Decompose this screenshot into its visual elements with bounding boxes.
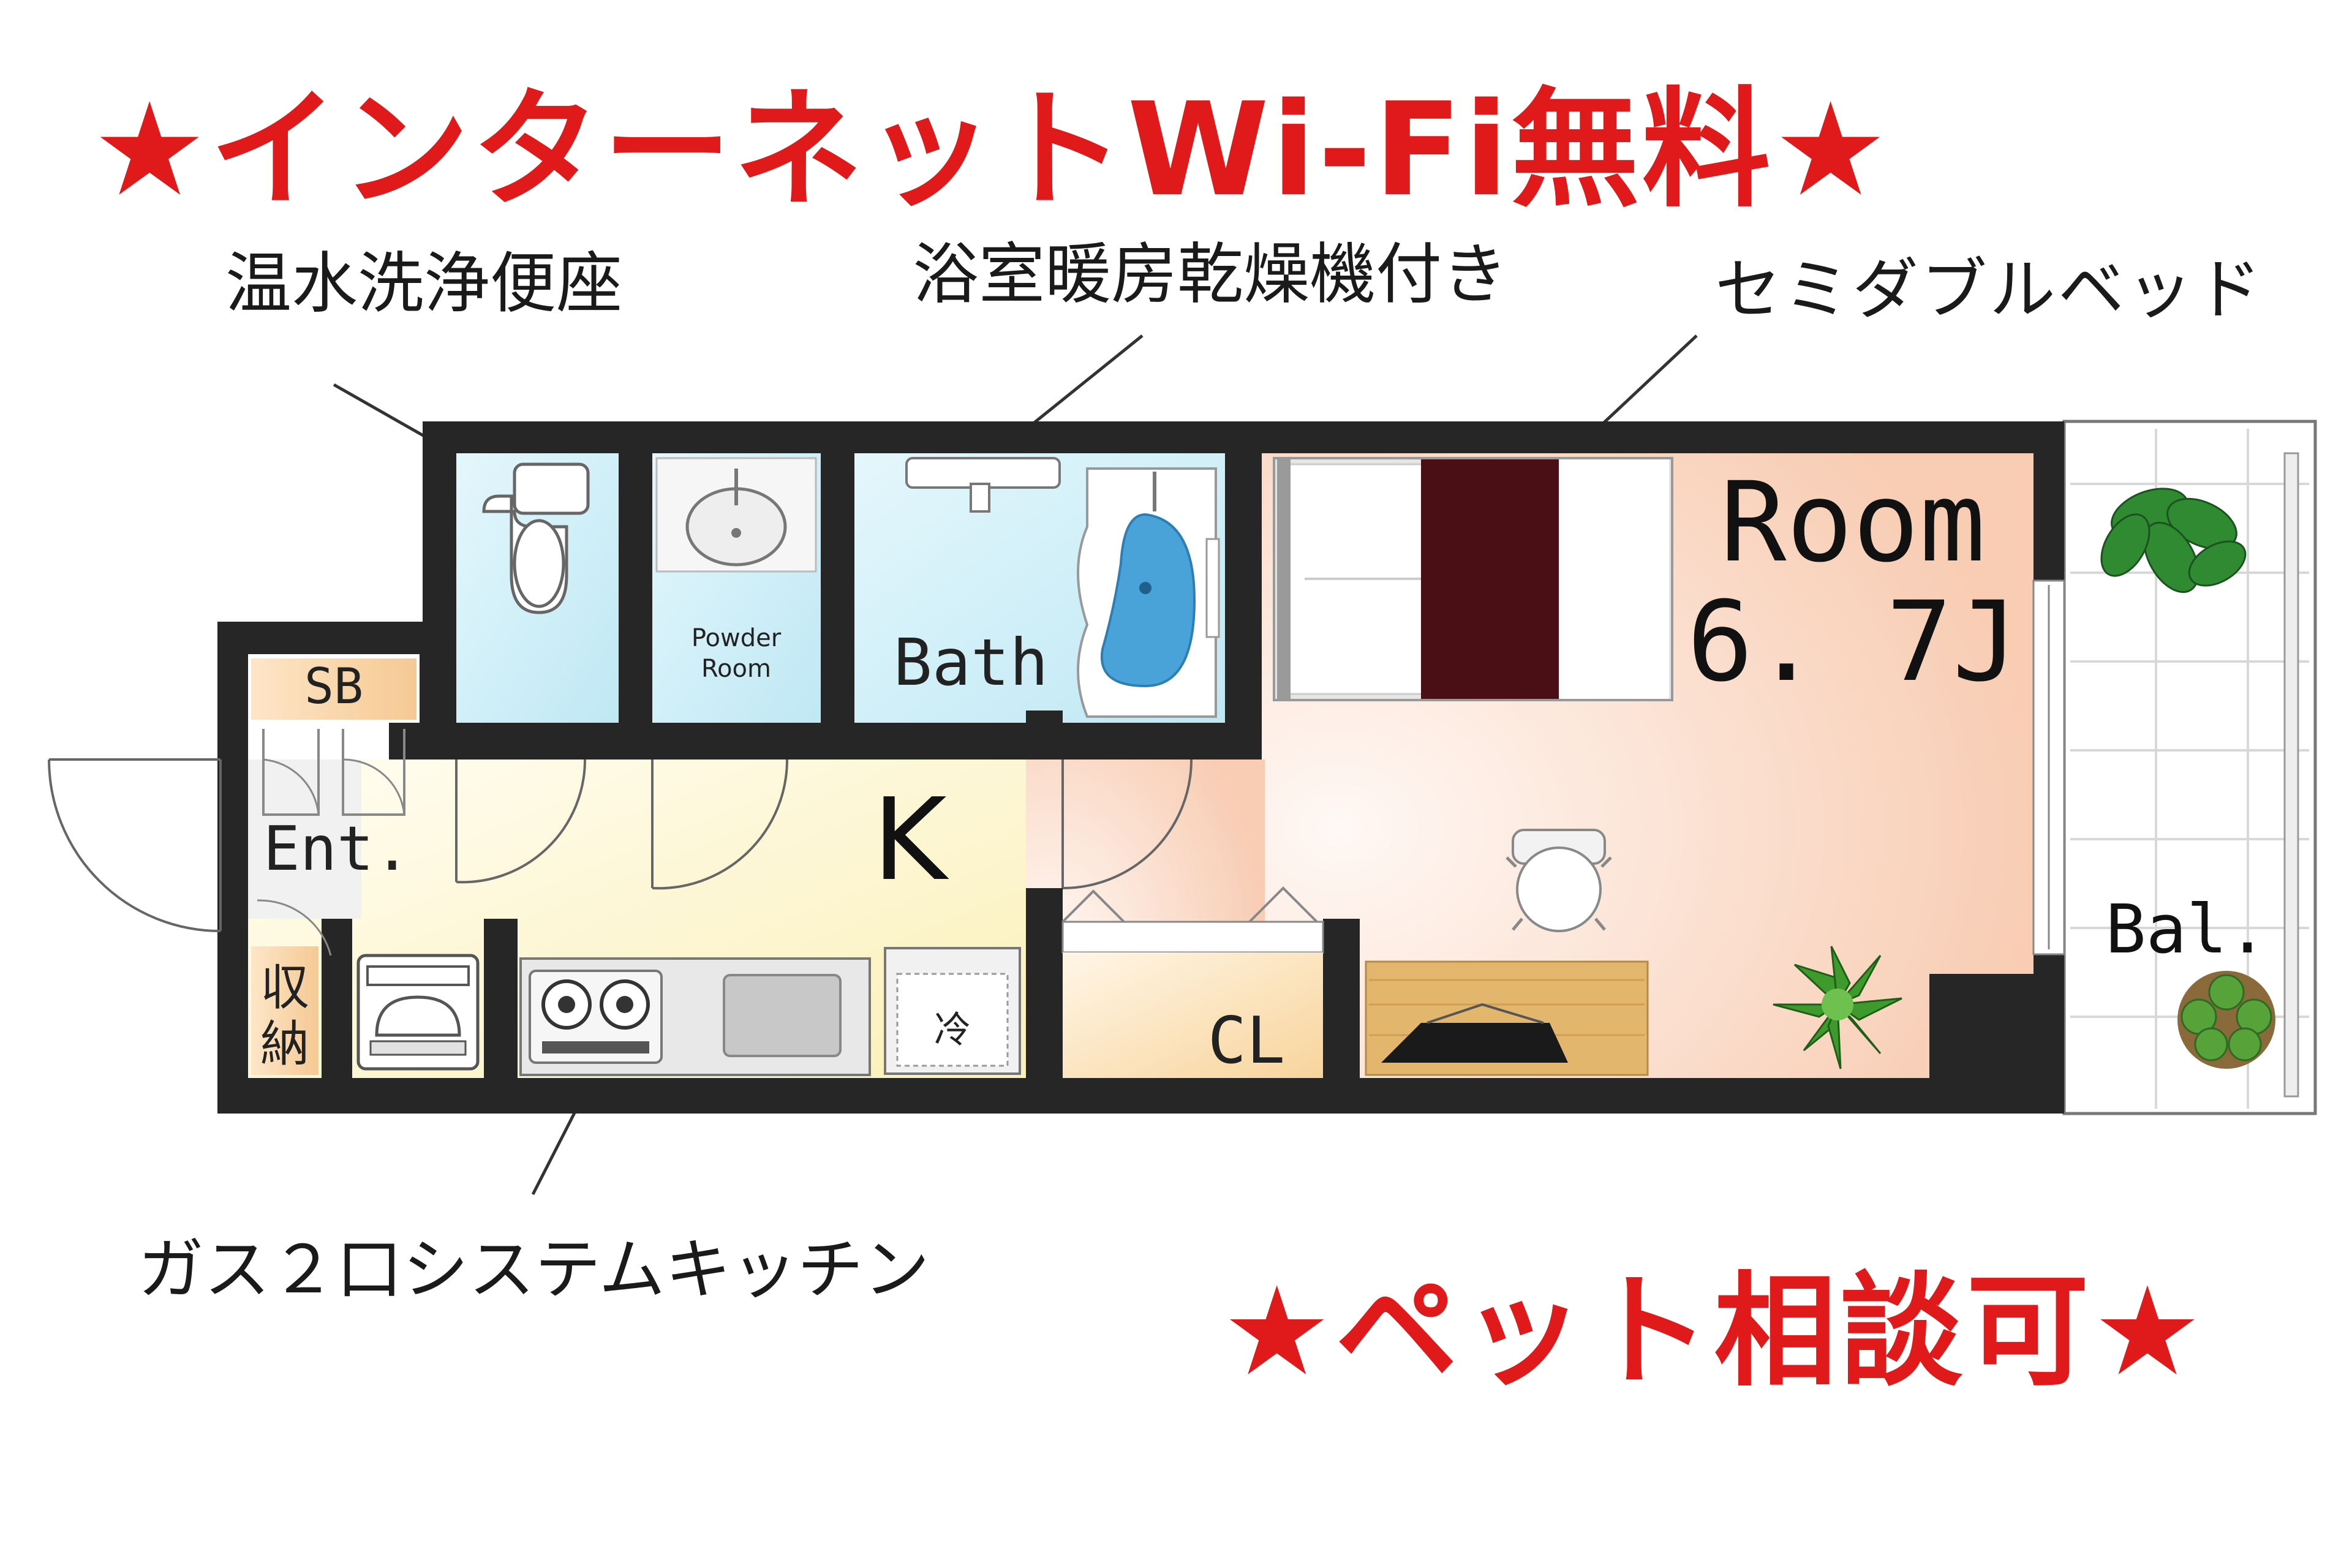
fridge-label: 冷 [934,1009,971,1052]
closet: CL [1061,886,1324,1078]
interior-walls [217,421,2064,1114]
room-label-closet: CL [1208,1003,1285,1078]
banner-internet-free: ★インターネットWi-Fi無料★ [92,75,1891,225]
callout-washlet: 温水洗浄便座 [225,246,623,322]
desk-icon [1365,960,1649,1076]
callout-gas-kitchen: ガス２口システムキッチン [138,1232,930,1308]
entrance-door[interactable] [48,758,222,932]
room-label-entrance: Ent. [263,813,411,884]
room-label-balcony: Bal. [2106,890,2268,968]
callout-bath-dryer: 浴室暖房乾燥機付き [913,236,1509,313]
plant-icon-room [1773,946,1902,1069]
toilet-door[interactable] [455,759,587,884]
storage-label-1: 収 [260,959,309,1016]
bathtub-icon [1077,467,1220,718]
leader-kitchen [531,1109,578,1196]
room-door[interactable] [1061,759,1193,889]
room-label-powder-1: Powder [692,624,782,652]
bath-faucet-icon [905,457,1061,513]
sink-icon [723,974,842,1057]
powder-room-door[interactable] [651,759,789,890]
room-label-bath: Bath [894,625,1049,700]
stool-icon [1506,829,1612,932]
room-label-sb: SB [304,658,363,715]
shoe-box: SB [251,658,417,720]
room-label-main: Room [1720,459,1985,587]
plant-icon-balcony-bottom [2177,971,2275,1069]
room-window [2032,579,2065,956]
storage-label-2: 納 [260,1016,309,1072]
entrance-area: Ent. [257,729,410,956]
callout-semi-double-bed: セミダブルベッド [1715,252,2264,328]
storage: 収 納 [251,946,318,1075]
refrigerator-icon: 冷 [884,947,1021,1075]
washing-machine-icon [356,954,480,1071]
room-size-label: 6. 7J [1687,578,2019,706]
room-label-kitchen: K [872,774,949,906]
plant-icon-balcony-top [2100,488,2247,594]
room-label-powder-2: Room [701,655,771,683]
toilet-icon [482,462,590,614]
washbasin-icon [655,457,817,573]
semi-double-bed-icon [1273,457,1673,701]
banner-pets-negotiable: ★ペット相談可★ [1222,1261,2206,1403]
